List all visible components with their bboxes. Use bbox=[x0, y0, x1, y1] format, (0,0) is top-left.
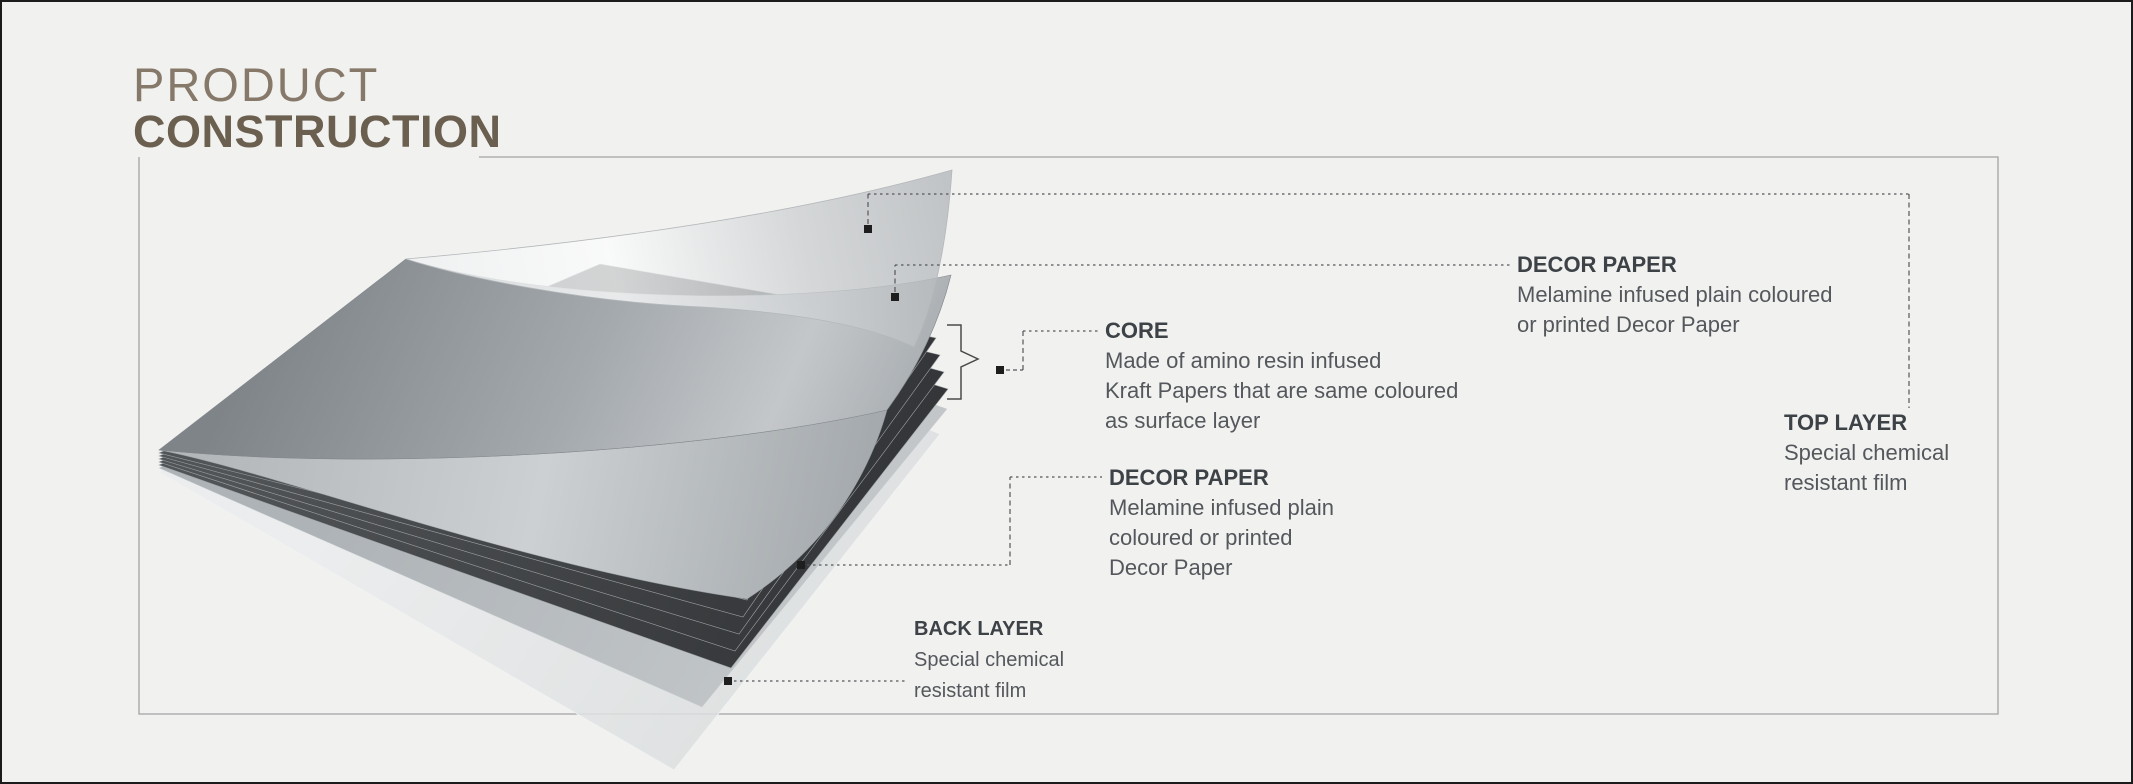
marker-top-layer bbox=[864, 225, 872, 233]
label-core-line1: Made of amino resin infused bbox=[1105, 348, 1382, 373]
label-core-title: CORE bbox=[1105, 318, 1169, 343]
leader-top-layer bbox=[867, 193, 1910, 408]
leader-lines bbox=[734, 193, 1910, 682]
label-top-layer-line1: Special chemical bbox=[1784, 440, 1950, 465]
diagram-frame bbox=[138, 156, 1999, 715]
label-core-line3: as surface layer bbox=[1105, 408, 1261, 433]
label-decor-paper-middle-line1: Melamine infused plain bbox=[1109, 495, 1335, 520]
leader-markers bbox=[724, 225, 1004, 685]
label-back-layer: BACK LAYER Special chemical resistant fi… bbox=[914, 614, 1064, 707]
label-top-layer-line2: resistant film bbox=[1784, 470, 1908, 495]
marker-core bbox=[996, 366, 1004, 374]
page-title-line1: PRODUCT bbox=[133, 58, 380, 111]
label-decor-paper-middle-title: DECOR PAPER bbox=[1109, 465, 1269, 490]
leader-decor-paper-top bbox=[894, 264, 1510, 292]
marker-back-layer bbox=[724, 677, 732, 685]
page-title-line2: CONSTRUCTION bbox=[133, 106, 502, 157]
page-title: PRODUCT CONSTRUCTION bbox=[133, 58, 502, 157]
label-top-layer: TOP LAYER Special chemical resistant fil… bbox=[1784, 408, 1949, 498]
leader-core bbox=[1006, 330, 1098, 371]
label-decor-paper-top: DECOR PAPER Melamine infused plain colou… bbox=[1517, 250, 1833, 340]
leader-decor-paper-middle bbox=[807, 476, 1102, 566]
label-decor-paper-middle-line2: coloured or printed bbox=[1109, 525, 1293, 550]
marker-decor-paper-top bbox=[891, 293, 899, 301]
label-back-layer-line2: resistant film bbox=[914, 680, 1027, 702]
core-bracket bbox=[947, 324, 980, 400]
label-core: CORE Made of amino resin infused Kraft P… bbox=[1105, 316, 1458, 436]
label-top-layer-title: TOP LAYER bbox=[1784, 410, 1908, 435]
marker-decor-paper-middle bbox=[797, 561, 805, 569]
label-back-layer-title: BACK LAYER bbox=[914, 618, 1044, 640]
top-layer-film-sheet bbox=[405, 169, 953, 348]
label-core-line2: Kraft Papers that are same coloured bbox=[1105, 378, 1459, 403]
label-decor-paper-middle-line3: Decor Paper bbox=[1109, 555, 1233, 580]
label-decor-paper-top-title: DECOR PAPER bbox=[1517, 252, 1677, 277]
label-back-layer-line1: Special chemical bbox=[914, 649, 1065, 671]
label-decor-paper-top-line2: or printed Decor Paper bbox=[1517, 312, 1740, 337]
label-decor-paper-top-line1: Melamine infused plain coloured bbox=[1517, 282, 1833, 307]
label-decor-paper-middle: DECOR PAPER Melamine infused plain colou… bbox=[1109, 463, 1334, 583]
